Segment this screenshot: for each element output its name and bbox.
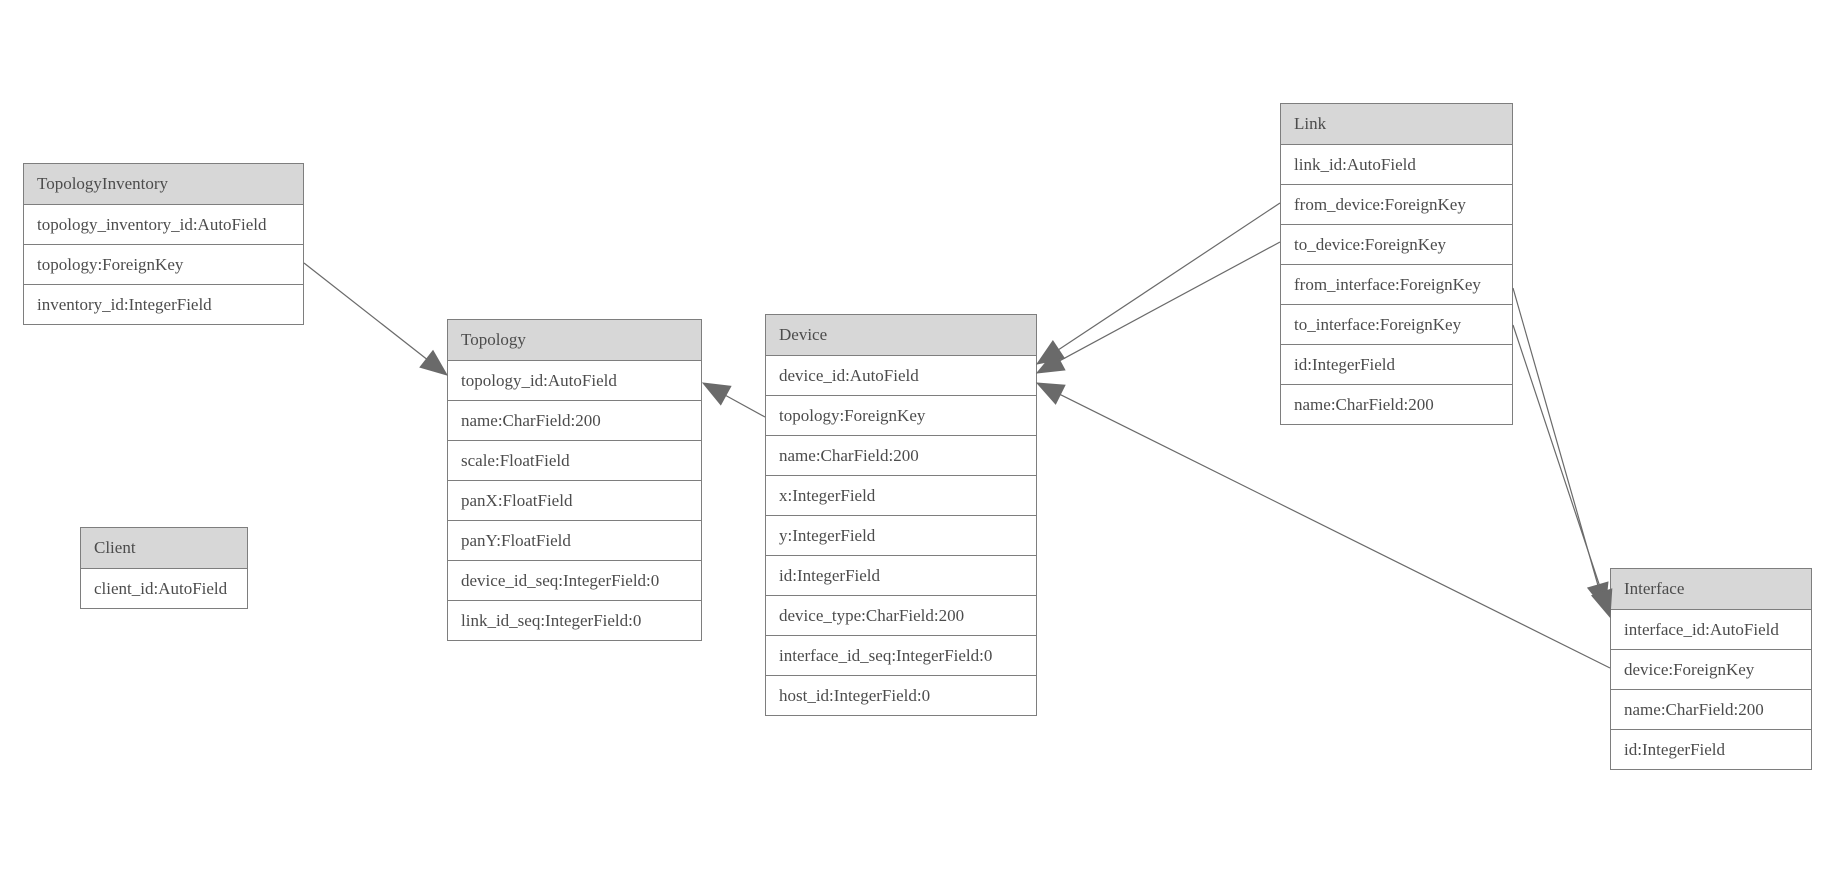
entity-client[interactable]: Client client_id:AutoField <box>80 527 248 609</box>
edge-interface-device <box>1060 394 1611 669</box>
entity-field: topology_id:AutoField <box>448 360 701 400</box>
entity-field: topology:ForeignKey <box>766 395 1036 435</box>
entity-field: host_id:IntegerField:0 <box>766 675 1036 715</box>
entity-field: panX:FloatField <box>448 480 701 520</box>
entity-field: link_id:AutoField <box>1281 144 1512 184</box>
entity-title: TopologyInventory <box>24 164 303 204</box>
edge-link-from-interface <box>1512 287 1599 586</box>
entity-field: interface_id_seq:IntegerField:0 <box>766 635 1036 675</box>
edge-link-from-device <box>1058 202 1281 351</box>
edge-link-to-interface <box>1512 324 1603 593</box>
entity-topologyinventory[interactable]: TopologyInventory topology_inventory_id:… <box>23 163 304 325</box>
entity-field: id:IntegerField <box>1611 729 1811 769</box>
arrowhead-link-from-interface <box>1586 581 1609 612</box>
entity-field: name:CharField:200 <box>1611 689 1811 729</box>
arrowhead-link-to-interface <box>1590 588 1613 619</box>
entity-title: Device <box>766 315 1036 355</box>
arrowhead-device-topology <box>701 382 732 406</box>
entity-field: client_id:AutoField <box>81 568 247 608</box>
entity-field: y:IntegerField <box>766 515 1036 555</box>
entity-field: to_interface:ForeignKey <box>1281 304 1512 344</box>
entity-field: name:CharField:200 <box>766 435 1036 475</box>
entity-field: device_id_seq:IntegerField:0 <box>448 560 701 600</box>
entity-field: id:IntegerField <box>1281 344 1512 384</box>
edge-device-topology <box>725 394 766 418</box>
entity-field: inventory_id:IntegerField <box>24 284 303 324</box>
entity-field: interface_id:AutoField <box>1611 609 1811 649</box>
entity-field: x:IntegerField <box>766 475 1036 515</box>
arrowhead-link-from-device <box>1035 339 1066 365</box>
entity-field: scale:FloatField <box>448 440 701 480</box>
edge-link-to-device <box>1059 241 1281 362</box>
entity-field: link_id_seq:IntegerField:0 <box>448 600 701 640</box>
arrowhead-interface-device <box>1035 382 1066 405</box>
entity-field: topology:ForeignKey <box>24 244 303 284</box>
entity-title: Link <box>1281 104 1512 144</box>
entity-field: from_device:ForeignKey <box>1281 184 1512 224</box>
entity-field: id:IntegerField <box>766 555 1036 595</box>
entity-field: panY:FloatField <box>448 520 701 560</box>
entity-field: from_interface:ForeignKey <box>1281 264 1512 304</box>
entity-field: name:CharField:200 <box>1281 384 1512 424</box>
entity-field: topology_inventory_id:AutoField <box>24 204 303 244</box>
entity-title: Interface <box>1611 569 1811 609</box>
arrowhead-topologyinventory-topology <box>419 349 449 376</box>
entity-field: device_type:CharField:200 <box>766 595 1036 635</box>
entity-field: device:ForeignKey <box>1611 649 1811 689</box>
entity-title: Topology <box>448 320 701 360</box>
entity-field: to_device:ForeignKey <box>1281 224 1512 264</box>
entity-title: Client <box>81 528 247 568</box>
edge-topologyinventory-topology <box>303 262 427 360</box>
entity-field: device_id:AutoField <box>766 355 1036 395</box>
arrowhead-link-to-device <box>1035 350 1066 374</box>
entity-field: name:CharField:200 <box>448 400 701 440</box>
